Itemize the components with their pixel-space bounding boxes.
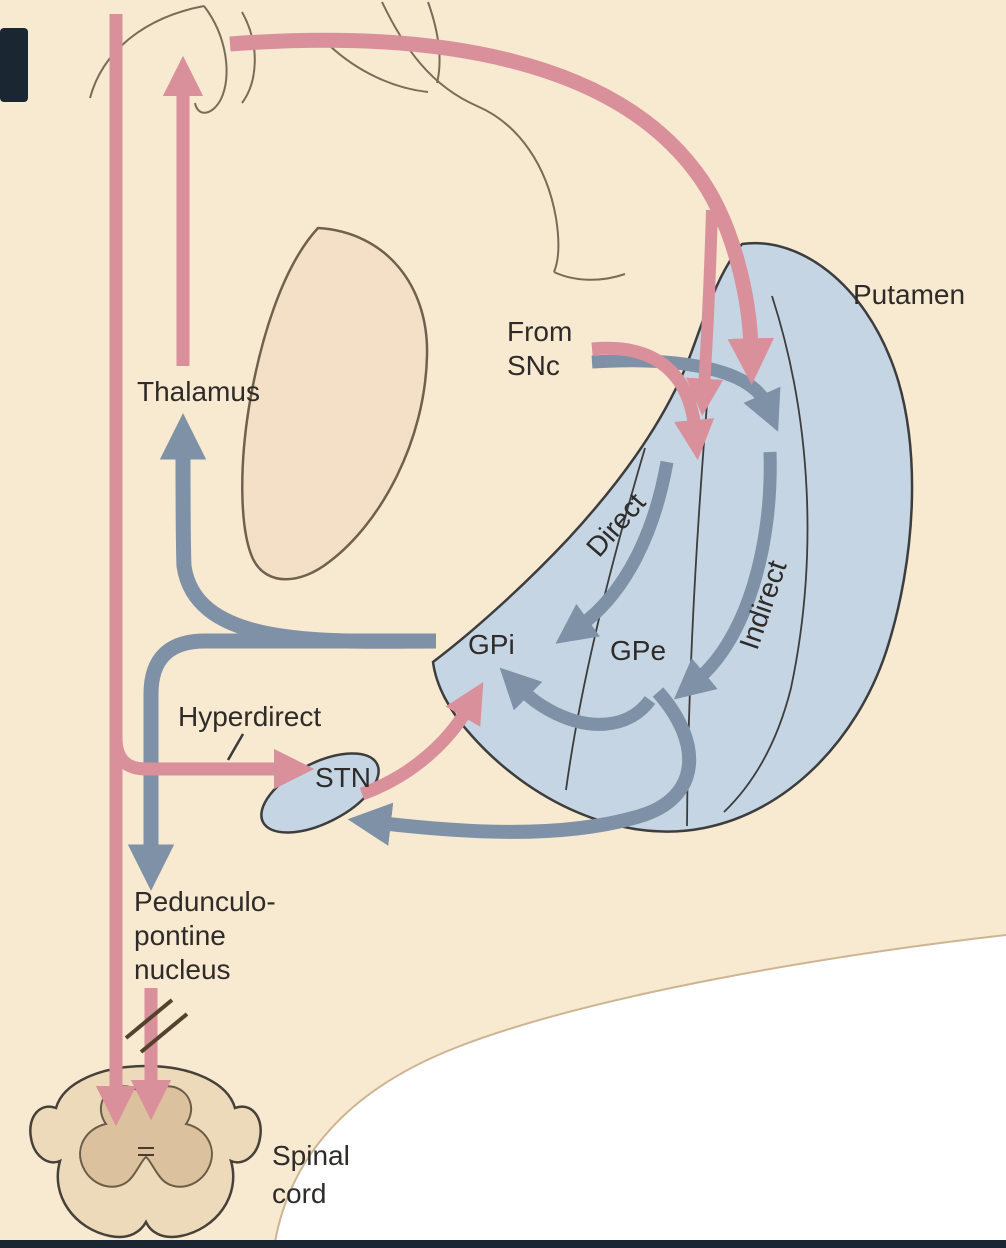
putamen-label: Putamen (853, 279, 965, 310)
central-canal-mark (138, 1147, 154, 1156)
ui-bottom-bar (0, 1240, 1006, 1248)
ui-edge-tab (0, 28, 28, 102)
gpi-to-ppn-arrow (127, 633, 436, 891)
from-snc-label-line1: From (507, 316, 572, 347)
ppn-label-line1: Pedunculo- (134, 886, 276, 917)
gpe-to-stn-arrow (347, 687, 697, 846)
ppn-label-line3: nucleus (134, 954, 231, 985)
stn-to-gpi-arrow (359, 681, 484, 801)
from-snc-label-line2: SNc (507, 350, 560, 381)
inhibitory-pathways (127, 354, 781, 891)
hyperdirect-pointer-line (226, 733, 245, 761)
stn-label: STN (315, 762, 371, 793)
hyperdirect-arrow (109, 737, 315, 790)
brainstem-outline (273, 934, 1006, 1248)
thalamus-label: Thalamus (137, 376, 260, 407)
spinal-cord-label-line1: Spinal (272, 1140, 350, 1171)
direct-pathway-arrow (555, 460, 674, 644)
annotation-marks (124, 733, 245, 1054)
axon-break-mark (124, 998, 189, 1054)
spinal-cord-label-line2: cord (272, 1178, 326, 1209)
thalamus-region-outline (241, 226, 429, 581)
cortex-outline (89, 1, 626, 281)
corticostriatal-branch-arrow (686, 209, 724, 416)
gpe-label: GPe (610, 635, 666, 666)
indirect-pathway-arrow (673, 451, 777, 700)
snc-excitatory-arrow (591, 341, 715, 461)
corticostriatal-arrow (229, 32, 775, 385)
gpi-label: GPi (468, 629, 515, 660)
excitatory-pathways (95, 14, 775, 1127)
hyperdirect-label: Hyperdirect (178, 701, 321, 732)
ppn-label-line2: pontine (134, 920, 226, 951)
gpe-to-gpi-arrow (499, 667, 656, 731)
